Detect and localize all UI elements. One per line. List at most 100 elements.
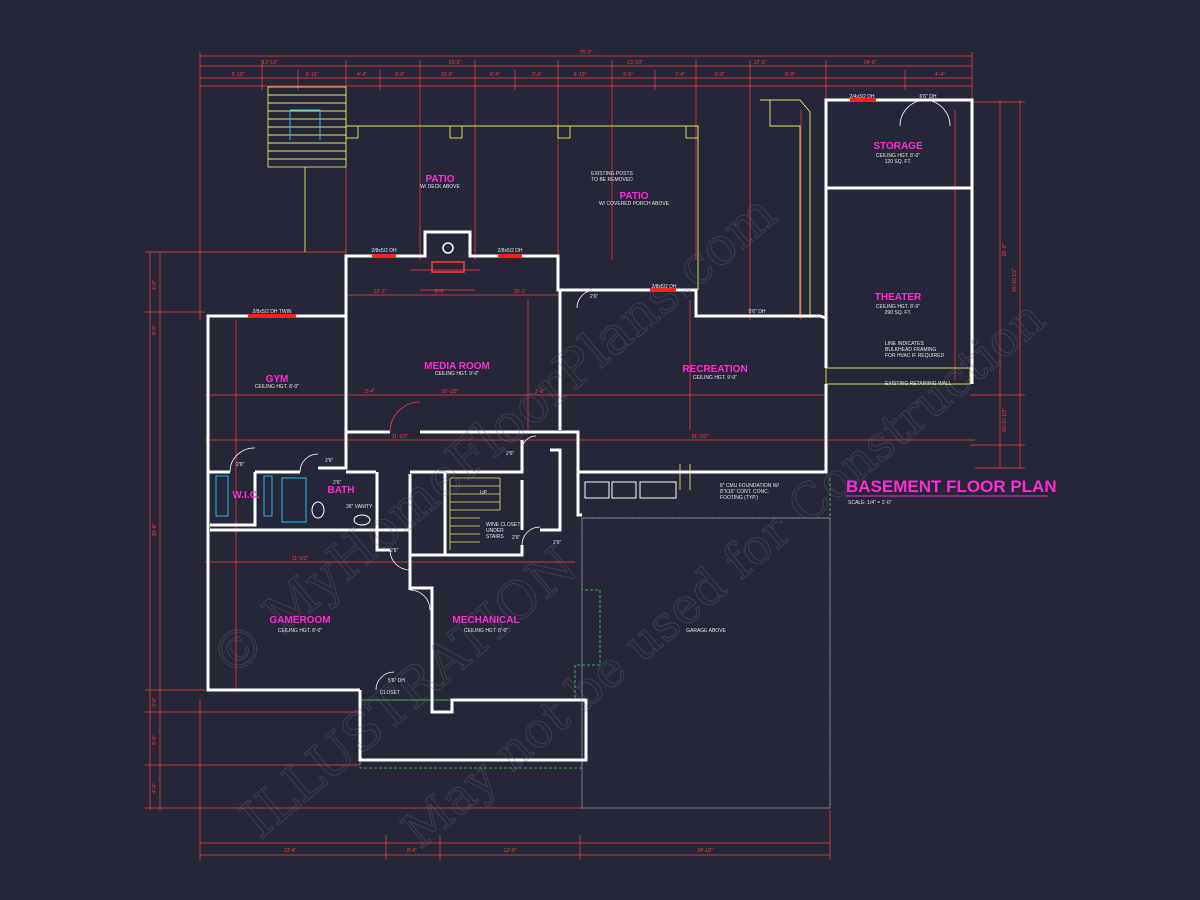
watermark: © MyHomeFloorPlans.com ILLUSTRATION May … [199, 183, 1056, 860]
room-storage: STORAGE [873, 141, 923, 152]
window-storage: 2/4x3/2 DH [849, 94, 874, 100]
note-retaining-wall: EXISTING RETAINING WALL [885, 381, 952, 387]
dim-row2-11: 6'-0" [715, 72, 725, 78]
note-up: UP [480, 490, 488, 496]
dim-left-6: 4'-0" [152, 783, 158, 793]
dim-left-5: 5'-6" [152, 735, 158, 745]
dim-row2-5: 10'-0" [441, 72, 454, 78]
room-mechanical: MECHANICAL [452, 615, 519, 626]
door-label-1: 2'6" [236, 462, 245, 468]
patio-deck-outlines [267, 86, 971, 490]
note-bulkhead-3: FOR HVAC IF REQUIRED [885, 353, 944, 359]
window-gym: 2/8x5/2 DH TWIN [252, 309, 291, 315]
window-top-left: 2/8x5/2 DH [371, 248, 396, 254]
dim-left-2: 8'-6" [152, 325, 158, 335]
room-media: MEDIA ROOM [424, 361, 490, 372]
room-theater-sub-1: CEILING HGT. 8'-0" [876, 304, 920, 310]
room-theater: THEATER [875, 292, 922, 303]
note-existing-posts-1: EXISTING POSTS [591, 171, 633, 177]
plan-notes: EXISTING POSTS TO BE REMOVED LINE INDICA… [236, 94, 952, 696]
door-label-4: 2'6" [390, 548, 399, 554]
window-storage2: 6'6" DH [920, 94, 937, 100]
dim-right-1: 28'-0" [1002, 243, 1008, 256]
note-vanity: 36" VANITY [346, 504, 373, 510]
dim-left-4: 3'-0" [152, 697, 158, 707]
dim-row2-7: 3'-6" [532, 72, 542, 78]
room-patio-left-sub: W/ DECK ABOVE [420, 184, 460, 190]
room-patio-right-sub: W/ COVERED PORCH ABOVE [599, 201, 670, 207]
dim-top-1: 13'-10" [262, 60, 278, 66]
title-block: BASEMENT FLOOR PLAN SCALE: 1/4" = 1'-0" [846, 477, 1057, 506]
dim-bottom-4: 24'-10" [697, 848, 713, 854]
dim-row2-2: 6'-10" [306, 72, 319, 78]
room-recreation-sub: CEILING HGT. 9'-0" [693, 375, 737, 381]
dim-row2-8: 6'-10" [574, 72, 587, 78]
note-garage-above: GARAGE ABOVE [686, 628, 726, 634]
dim-mid-5: 2'-8" [535, 389, 545, 395]
door-label-7: 2'6" [553, 540, 562, 546]
dim-mid-2: 31'-1/2" [692, 434, 709, 440]
dim-mid-3: 3'-4" [365, 389, 375, 395]
dim-row2-6: 8'-4" [490, 72, 500, 78]
room-gym: GYM [266, 374, 289, 385]
room-patio-right: PATIO [619, 191, 648, 202]
note-bulkhead-1: LINE INDICATES [885, 341, 924, 347]
door-label-3: 2'6" [333, 480, 342, 486]
stair-treads [449, 477, 501, 550]
note-wine-closet-3: STAIRS [486, 534, 504, 540]
dim-right-3: 40'-10 1/2" [1002, 408, 1008, 432]
dim-bottom-3: 12'-0" [504, 848, 517, 854]
room-gym-sub: CEILING HGT. 8'-0" [255, 384, 299, 390]
dim-top-4: 12'-0" [754, 60, 767, 66]
room-labels: PATIO W/ DECK ABOVE PATIO W/ COVERED POR… [232, 141, 923, 634]
room-gameroom-sub: CEILING HGT. 8'-0" [278, 628, 322, 634]
dim-mid-6: 11'-1/2" [292, 556, 309, 562]
note-existing-posts-2: TO BE REMOVED [591, 177, 633, 183]
dim-row2-12: 8'-8" [785, 72, 795, 78]
dim-top-5: 14'-0" [864, 60, 877, 66]
dim-row2-13: 4'-4" [935, 72, 945, 78]
bar-appliances [311, 481, 677, 526]
room-mechanical-sub: CEILING HGT. 8'-0" [464, 628, 508, 634]
dim-right-2: 45'-10 1/2" [1012, 268, 1018, 292]
dim-bottom-1: 13'-4" [284, 848, 297, 854]
plan-scale: SCALE: 1/4" = 1'-0" [848, 500, 892, 506]
windows [248, 98, 876, 318]
window-top-right: 2/8x5/2 DH [497, 248, 522, 254]
dim-top-3: 13'-10" [627, 60, 643, 66]
dim-row2-3: 4'-4" [357, 72, 367, 78]
dim-row2-10: 7'-4" [675, 72, 685, 78]
dimension-lines [145, 52, 1025, 860]
dim-top-2: 23'-6" [449, 60, 462, 66]
dim-mid-9: 15'-1" [514, 289, 527, 295]
dim-row2-1: 6'-10" [232, 72, 245, 78]
note-closet: CLOSET [380, 690, 400, 696]
dim-mid-4: 10'-1/2" [442, 389, 459, 395]
door-label-6: 2'6" [512, 535, 521, 541]
door-label-2: 2'6" [325, 458, 334, 464]
note-foundation-3: FOOTING (TYP.) [720, 495, 758, 501]
dim-row2-9: 3'-6" [623, 72, 633, 78]
room-bath: BATH [327, 485, 354, 496]
dim-left-1: 4'-0" [152, 280, 158, 290]
door-label-5: 2'6" [506, 451, 515, 457]
note-bulkhead-2: BULKHEAD FRAMING [885, 347, 937, 353]
dim-mid-1: 11'-1/2" [392, 434, 409, 440]
dimension-labels: 75'-0" 13'-10" 23'-6" 13'-10" 12'-0" 14'… [152, 50, 1018, 854]
room-recreation: RECREATION [682, 364, 747, 375]
room-gameroom: GAMEROOM [269, 615, 330, 626]
plan-title: BASEMENT FLOOR PLAN [846, 477, 1057, 496]
room-storage-sub-1: CEILING HGT. 8'-0" [876, 153, 920, 159]
walls [206, 98, 974, 762]
blue-outlines [215, 109, 321, 523]
door-swings [229, 99, 951, 691]
room-storage-sub-2: 120 SQ. FT. [885, 159, 912, 165]
room-patio-left: PATIO [425, 174, 454, 185]
note-wine-closet-2: UNDER [486, 528, 504, 534]
fireplace [431, 242, 465, 273]
dim-row2-4: 8'-6" [395, 72, 405, 78]
door-label-8: 2'6" [590, 294, 599, 300]
room-theater-sub-2: 290 SQ. FT. [885, 310, 912, 316]
room-wic: W.I.C. [232, 490, 259, 501]
